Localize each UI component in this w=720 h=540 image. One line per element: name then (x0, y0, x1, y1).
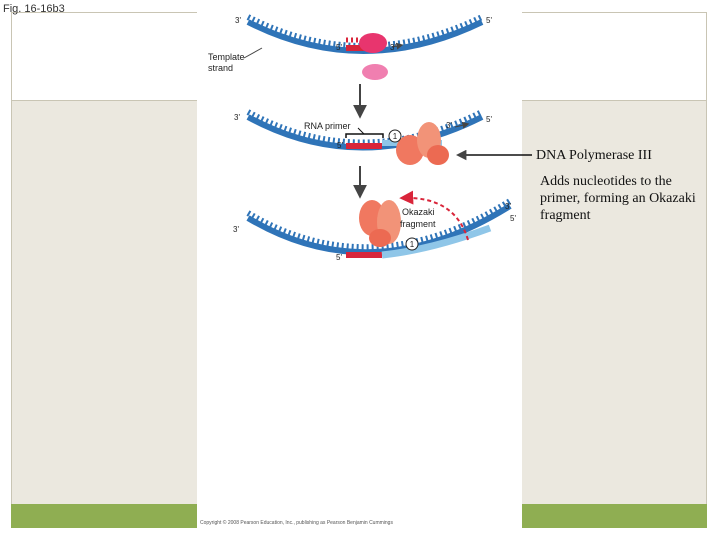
template-teeth-middle (246, 109, 484, 146)
figure-label: Fig. 16-16b3 (3, 3, 65, 15)
step-marker-middle (388, 129, 402, 143)
step-number-middle: 1 (393, 132, 398, 141)
top-five-prime-right: 5' (486, 16, 492, 25)
callout-body: Adds nucleotides to the primer, forming … (540, 174, 696, 223)
template-leader-line (243, 47, 263, 59)
stage-middle: 1 RNA primer 3' 5' 3' 5' (234, 109, 492, 165)
bottom-five-prime-right: 5' (510, 214, 516, 223)
rna-primer-label: RNA primer (304, 121, 351, 131)
bottom-five-prime-left: 5' (336, 253, 342, 262)
primase-top-upper (359, 33, 387, 53)
primase-arrow-top (391, 42, 404, 50)
stage-top: 3' 5' 5' 3' Template strand (208, 14, 492, 80)
step-number-bottom: 1 (410, 240, 415, 249)
okazaki-fragment-bottom (381, 224, 492, 259)
top-three-prime-primer: 3' (390, 43, 396, 52)
template-teeth-bottom (246, 198, 512, 251)
bottom-three-prime-left: 3' (233, 225, 239, 234)
polymerase-release-arrow (399, 190, 469, 241)
polymerase-middle-c (427, 145, 449, 165)
rna-primer-bottom (346, 252, 382, 258)
polymerase-middle-a (396, 135, 424, 165)
rna-primer-leader (357, 127, 365, 135)
top-three-prime-left: 3' (235, 16, 241, 25)
step-marker-bottom (405, 237, 419, 251)
primase-top-lower (362, 64, 388, 80)
copyright-notice: Copyright © 2008 Pearson Education, Inc.… (200, 520, 393, 526)
top-five-prime-primer: 5' (336, 43, 342, 52)
middle-three-prime-left: 3' (234, 113, 240, 122)
stage-bottom: 1 Okazaki fragment 3' 5' 3' 5' (233, 190, 516, 262)
middle-three-prime-right: 3' (446, 121, 452, 130)
middle-five-prime-right: 5' (486, 115, 492, 124)
polymerase-arrow-middle (454, 121, 470, 129)
okazaki-label-line2: fragment (400, 219, 436, 229)
okazaki-label-line1: Okazaki (402, 207, 435, 217)
callout-title: DNA Polymerase III (536, 148, 652, 163)
rna-primer-middle (346, 143, 382, 149)
rna-primer-bracket (345, 133, 384, 138)
bottom-three-prime-right: 3' (505, 202, 511, 211)
template-label-line1: Template (208, 52, 245, 62)
template-label-line2: strand (208, 63, 233, 73)
polymerase-bottom-c (369, 229, 391, 247)
middle-five-prime-left: 5' (337, 141, 343, 150)
